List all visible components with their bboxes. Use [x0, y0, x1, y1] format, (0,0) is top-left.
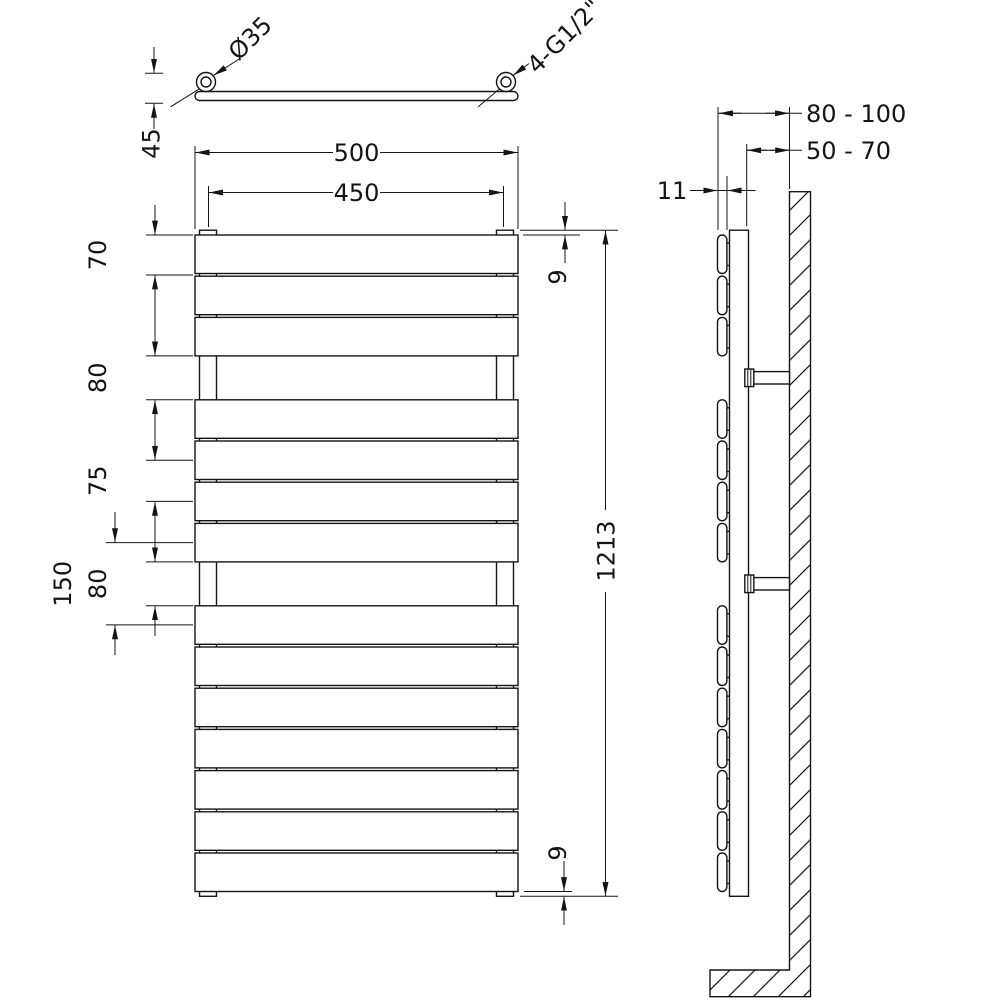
side-view: 80 - 100 50 - 70 11: [657, 100, 906, 998]
dim-label-stub-9-top: 9: [544, 269, 572, 284]
top-view: 45 Ø35 4-G1/2": [138, 0, 608, 159]
dim-label-thickness-11: 11: [657, 177, 688, 205]
dim-label-gap-80-lower: 80: [84, 569, 112, 600]
right-tapping-inner: [500, 76, 512, 88]
right-tapping-outer: [495, 71, 517, 93]
dim-label-thread: 4-G1/2": [522, 0, 608, 79]
left-tapping-inner: [200, 76, 212, 88]
left-tapping-outer: [195, 71, 217, 93]
dim-label-height-1213: 1213: [593, 520, 621, 581]
dim-label-stub-9-bottom: 9: [544, 845, 572, 860]
dim-label-gap-80-upper: 80: [84, 363, 112, 394]
dim-label-depth-50-70: 50 - 70: [806, 137, 891, 165]
collector-tube-side: [728, 229, 750, 897]
side-view-dimensions: 80 - 100 50 - 70 11: [657, 100, 906, 230]
front-view: 500 450 70 80 75 80: [49, 139, 621, 925]
front-view-dimensions: 500 450 70 80 75 80: [49, 139, 621, 925]
dim-label-diameter: Ø35: [223, 11, 278, 66]
panel-edges: [716, 234, 728, 893]
dim-label-centres-150: 150: [49, 561, 77, 607]
dim-label-depth-80-100: 80 - 100: [806, 100, 906, 128]
dim-label-projection-45: 45: [138, 128, 166, 159]
wall-section: [709, 191, 812, 998]
dim-label-pitch-75: 75: [84, 466, 112, 497]
front-view-panels: [194, 234, 519, 893]
wall-brackets: [744, 368, 791, 594]
dim-label-panel-70: 70: [84, 240, 112, 271]
dim-label-centres-450: 450: [334, 179, 380, 207]
dim-label-width-500: 500: [334, 139, 380, 167]
top-view-panel-bar: [194, 90, 519, 102]
